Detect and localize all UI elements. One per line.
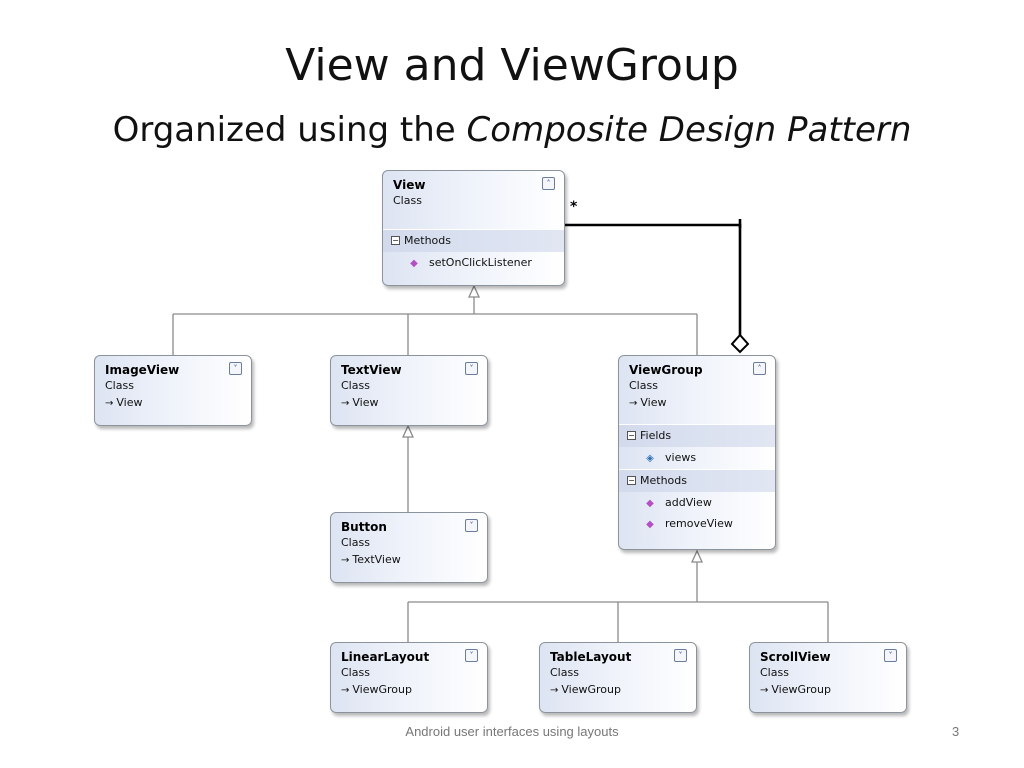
class-stereotype: Class xyxy=(341,666,370,679)
class-name: TableLayout xyxy=(550,650,632,664)
collapse-icon[interactable]: ˄ xyxy=(753,362,766,375)
base-class: →ViewGroup xyxy=(550,681,688,700)
field-icon: ◈ xyxy=(646,453,654,464)
base-class: →ViewGroup xyxy=(341,681,479,700)
base-class-label: TextView xyxy=(352,553,401,566)
class-stereotype: Class xyxy=(341,379,370,392)
base-class: →View xyxy=(629,394,767,413)
inherits-arrow-icon: → xyxy=(341,685,350,696)
expand-icon[interactable]: ˅ xyxy=(465,519,478,532)
subtitle-emphasis: Composite Design Pattern xyxy=(466,110,912,150)
inherit-arrowhead-textview xyxy=(401,424,415,438)
member-label: setOnClickListener xyxy=(429,256,532,269)
base-class-label: View xyxy=(640,396,667,409)
inherits-arrow-icon: → xyxy=(760,685,769,696)
member-label: addView xyxy=(665,496,712,509)
field-item[interactable]: ◈ views xyxy=(619,447,775,469)
method-item[interactable]: ◆ addView xyxy=(619,492,775,513)
class-scrollview[interactable]: ScrollView Class →ViewGroup ˅ xyxy=(749,642,907,713)
base-class-label: ViewGroup xyxy=(352,683,412,696)
class-viewgroup[interactable]: ViewGroup Class →View ˄ −Fields ◈views −… xyxy=(618,355,776,550)
expand-icon[interactable]: ˅ xyxy=(674,649,687,662)
multiplicity-label: * xyxy=(570,199,578,215)
member-label: removeView xyxy=(665,517,733,530)
method-icon: ◆ xyxy=(410,258,418,269)
expand-icon[interactable]: ˅ xyxy=(465,362,478,375)
base-class-label: View xyxy=(116,396,143,409)
method-icon: ◆ xyxy=(646,498,654,509)
class-stereotype: Class xyxy=(760,666,789,679)
inherits-arrow-icon: → xyxy=(105,398,114,409)
slide-subtitle: Organized using the Composite Design Pat… xyxy=(0,108,1024,152)
expand-icon[interactable]: ˅ xyxy=(229,362,242,375)
slide-title: View and ViewGroup xyxy=(285,40,739,91)
class-name: Button xyxy=(341,520,387,534)
composition-line xyxy=(565,223,742,336)
class-name: TextView xyxy=(341,363,402,377)
class-stereotype: Class xyxy=(341,536,370,549)
base-class: →TextView xyxy=(341,551,479,570)
base-class: →ViewGroup xyxy=(760,681,898,700)
collapse-section-icon[interactable]: − xyxy=(391,236,400,245)
class-imageview[interactable]: ImageView Class →View ˅ xyxy=(94,355,252,426)
class-name: ImageView xyxy=(105,363,180,377)
slide-footer: Android user interfaces using layouts xyxy=(405,724,619,739)
member-label: views xyxy=(665,451,697,464)
class-name: ScrollView xyxy=(760,650,831,664)
base-class-label: View xyxy=(352,396,379,409)
method-item[interactable]: ◆ removeView xyxy=(619,513,775,534)
base-class-label: ViewGroup xyxy=(771,683,831,696)
collapse-icon[interactable]: ˄ xyxy=(542,177,555,190)
expand-icon[interactable]: ˅ xyxy=(465,649,478,662)
inherits-arrow-icon: → xyxy=(341,555,350,566)
section-label: Fields xyxy=(640,429,672,442)
class-name: View xyxy=(393,178,426,192)
class-view[interactable]: View Class ˄ −Methods ◆ setOnClickListene… xyxy=(382,170,565,286)
class-linearlayout[interactable]: LinearLayout Class →ViewGroup ˅ xyxy=(330,642,488,713)
class-stereotype: Class xyxy=(629,379,658,392)
inherits-arrow-icon: → xyxy=(550,685,559,696)
class-tablelayout[interactable]: TableLayout Class →ViewGroup ˅ xyxy=(539,642,697,713)
class-name: ViewGroup xyxy=(629,363,703,377)
methods-section[interactable]: −Methods xyxy=(619,469,775,492)
expand-icon[interactable]: ˅ xyxy=(884,649,897,662)
class-name: LinearLayout xyxy=(341,650,430,664)
base-class: →View xyxy=(105,394,243,413)
subtitle-prefix: Organized using the xyxy=(112,110,467,150)
method-item[interactable]: ◆ setOnClickListener xyxy=(383,252,564,274)
inherit-arrowhead-view xyxy=(467,284,481,298)
class-textview[interactable]: TextView Class →View ˅ xyxy=(330,355,488,426)
base-class: →View xyxy=(341,394,479,413)
inherit-arrowhead-viewgroup xyxy=(690,549,704,563)
base-class-label: ViewGroup xyxy=(561,683,621,696)
section-label: Methods xyxy=(404,234,451,247)
fields-section[interactable]: −Fields xyxy=(619,424,775,447)
class-stereotype: Class xyxy=(393,194,422,207)
section-label: Methods xyxy=(640,474,687,487)
class-button[interactable]: Button Class →TextView ˅ xyxy=(330,512,488,583)
methods-section[interactable]: −Methods xyxy=(383,229,564,252)
inherits-arrow-icon: → xyxy=(341,398,350,409)
class-stereotype: Class xyxy=(550,666,579,679)
collapse-section-icon[interactable]: − xyxy=(627,476,636,485)
page-number: 3 xyxy=(952,724,960,739)
collapse-section-icon[interactable]: − xyxy=(627,431,636,440)
class-stereotype: Class xyxy=(105,379,134,392)
inherits-arrow-icon: → xyxy=(629,398,638,409)
composition-diamond xyxy=(730,333,750,354)
method-icon: ◆ xyxy=(646,519,654,530)
